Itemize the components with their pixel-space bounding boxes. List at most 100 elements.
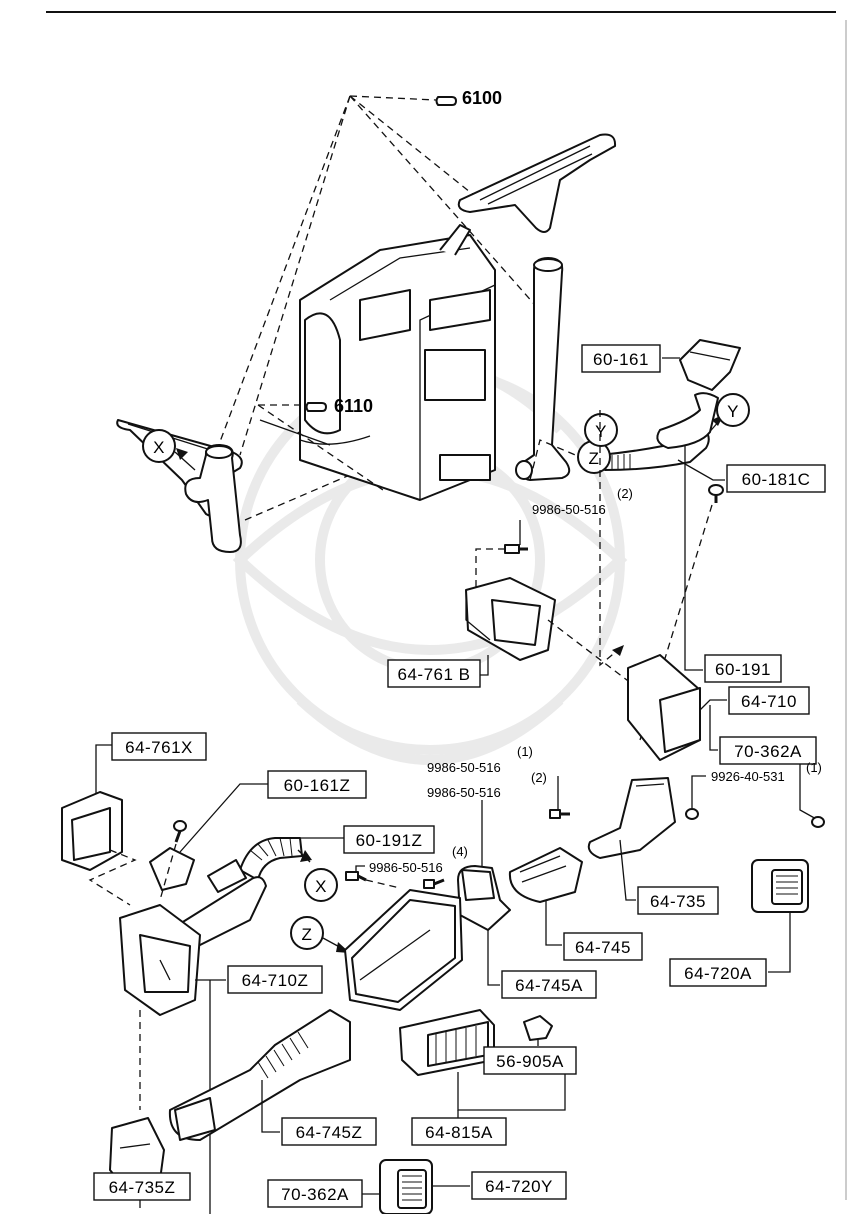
svg-text:64-710Z: 64-710Z [242, 971, 309, 990]
part-64-735[interactable] [587, 777, 676, 859]
label-64-720Y[interactable]: 64-720Y [471, 1171, 567, 1200]
svg-text:64-720A: 64-720A [684, 964, 752, 983]
svg-text:64-815A: 64-815A [425, 1123, 493, 1142]
label-64-710Z[interactable]: 64-710Z [227, 965, 323, 994]
defroster-duct-left[interactable] [184, 444, 242, 553]
svg-text:(1): (1) [806, 760, 822, 775]
clip-icon-720A [811, 816, 825, 828]
heater-unit[interactable] [259, 224, 496, 501]
svg-text:64-761X: 64-761X [125, 738, 193, 757]
label-70-362A-right[interactable]: 70-362A [719, 736, 817, 765]
svg-text:(4): (4) [452, 844, 468, 859]
part-64-761X[interactable] [61, 791, 123, 871]
label-64-720A[interactable]: 64-720A [669, 958, 767, 987]
label-70-362A-bottom[interactable]: 70-362A [267, 1179, 363, 1208]
part-64-710Z[interactable] [119, 904, 201, 1016]
reference-6110[interactable]: 6110 [305, 396, 374, 416]
part-60-191[interactable] [656, 392, 719, 449]
svg-text:60-161: 60-161 [593, 350, 649, 369]
svg-text:64-745A: 64-745A [515, 976, 583, 995]
center-duct-tee[interactable] [515, 257, 571, 481]
svg-text:X: X [315, 877, 327, 896]
part-64-745Z[interactable] [168, 1009, 351, 1141]
svg-text:56-905A: 56-905A [496, 1052, 564, 1071]
callout-z-lower: Z [290, 916, 324, 950]
part-64-720Y[interactable] [379, 1159, 433, 1214]
svg-text:(2): (2) [617, 486, 633, 501]
svg-text:70-362A: 70-362A [734, 742, 802, 761]
svg-text:64-735Z: 64-735Z [109, 1178, 176, 1197]
part-64-710[interactable] [627, 654, 701, 761]
label-64-745A[interactable]: 64-745A [501, 970, 597, 999]
clip-icon [708, 484, 724, 503]
svg-text:9986-50-516: 9986-50-516 [369, 860, 443, 875]
svg-text:64-720Y: 64-720Y [485, 1177, 553, 1196]
svg-text:Z: Z [302, 925, 313, 944]
part-60-161Z[interactable] [149, 847, 195, 891]
label-60-191[interactable]: 60-191 [704, 654, 782, 683]
svg-text:9986-50-516: 9986-50-516 [532, 502, 606, 517]
part-56-905A-clip[interactable] [523, 1015, 553, 1041]
svg-text:64-761 B: 64-761 B [398, 665, 471, 684]
bolt-label-2: (1) 9986-50-516 [427, 744, 533, 775]
ref-6100-leader [349, 95, 437, 101]
svg-text:60-161Z: 60-161Z [284, 776, 351, 795]
callout-y-upper: Y [716, 393, 750, 427]
part-64-745[interactable] [508, 847, 583, 903]
label-64-745Z[interactable]: 64-745Z [281, 1117, 377, 1146]
label-60-161[interactable]: 60-161 [581, 344, 661, 373]
label-64-735Z[interactable]: 64-735Z [93, 1172, 191, 1201]
center-vent-housing[interactable] [344, 889, 463, 1011]
part-64-815A[interactable] [399, 1009, 495, 1076]
part-60-161[interactable] [679, 339, 741, 391]
part-64-720A[interactable] [751, 859, 809, 913]
bolt-icon-5 [345, 871, 367, 882]
reference-6110-label: 6110 [334, 396, 373, 416]
part-60-191Z[interactable] [239, 837, 303, 881]
svg-text:60-181C: 60-181C [742, 470, 811, 489]
svg-text:Z: Z [589, 449, 600, 468]
svg-text:64-735: 64-735 [650, 892, 706, 911]
reference-6100[interactable]: 6100 [435, 88, 503, 108]
svg-text:64-710: 64-710 [741, 692, 797, 711]
label-64-745[interactable]: 64-745 [563, 932, 643, 961]
svg-text:60-191: 60-191 [715, 660, 771, 679]
svg-text:Y: Y [595, 422, 607, 441]
bolt-icon-6 [423, 878, 445, 889]
part-64-761B[interactable] [465, 577, 556, 661]
label-64-815A[interactable]: 64-815A [411, 1117, 507, 1146]
label-56-905A[interactable]: 56-905A [483, 1046, 577, 1075]
svg-text:70-362A: 70-362A [281, 1185, 349, 1204]
label-60-161Z[interactable]: 60-161Z [267, 770, 367, 799]
bolt-label-4: 9926-40-531 (1) [711, 760, 822, 784]
bolt-icon-1 [504, 544, 528, 554]
defroster-nozzle-right[interactable] [457, 133, 617, 233]
svg-text:X: X [153, 438, 165, 457]
callout-x-lower: X [304, 868, 338, 902]
bolt-icon-4 [685, 808, 699, 820]
svg-text:9926-40-531: 9926-40-531 [711, 769, 785, 784]
label-64-710[interactable]: 64-710 [728, 686, 810, 715]
label-64-735[interactable]: 64-735 [637, 886, 719, 915]
bolt-icon-2 [549, 809, 570, 819]
reference-6100-label: 6100 [462, 88, 502, 108]
svg-text:9986-50-516: 9986-50-516 [427, 760, 501, 775]
svg-text:(1): (1) [517, 744, 533, 759]
callout-x-upper: X [142, 429, 176, 463]
label-60-191Z[interactable]: 60-191Z [343, 825, 435, 854]
label-60-181C[interactable]: 60-181C [726, 464, 826, 493]
svg-text:Y: Y [727, 402, 739, 421]
svg-text:64-745: 64-745 [575, 938, 631, 957]
svg-text:(2): (2) [531, 770, 547, 785]
svg-text:60-191Z: 60-191Z [356, 831, 423, 850]
label-64-761B[interactable]: 64-761 B [387, 659, 481, 688]
svg-text:9986-50-516: 9986-50-516 [427, 785, 501, 800]
callout-y-lower: Y [584, 413, 618, 447]
part-64-745A[interactable] [457, 865, 511, 931]
bolt-label-1: (2) 9986-50-516 [532, 486, 633, 517]
bolt-icon-lower-left [173, 820, 187, 843]
svg-text:64-745Z: 64-745Z [296, 1123, 363, 1142]
bolt-label-5: (4) 9986-50-516 [369, 844, 468, 875]
label-64-761X[interactable]: 64-761X [111, 732, 207, 761]
